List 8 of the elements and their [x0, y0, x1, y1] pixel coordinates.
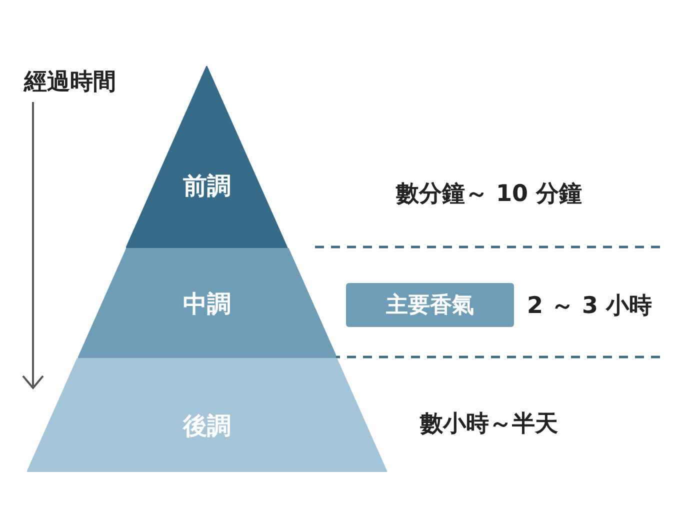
- tier-label: 前調: [182, 171, 232, 202]
- duration-label: 數分鐘～ 10 分鐘: [396, 180, 582, 209]
- tier-label: 中調: [182, 289, 232, 320]
- tier-label: 後調: [182, 411, 232, 442]
- duration-label: 2 ～ 3 小時: [527, 292, 652, 321]
- highlight-badge: 主要香氣: [346, 283, 514, 327]
- duration-label: 數小時～半天: [420, 410, 558, 439]
- axis-title: 經過時間: [24, 68, 116, 97]
